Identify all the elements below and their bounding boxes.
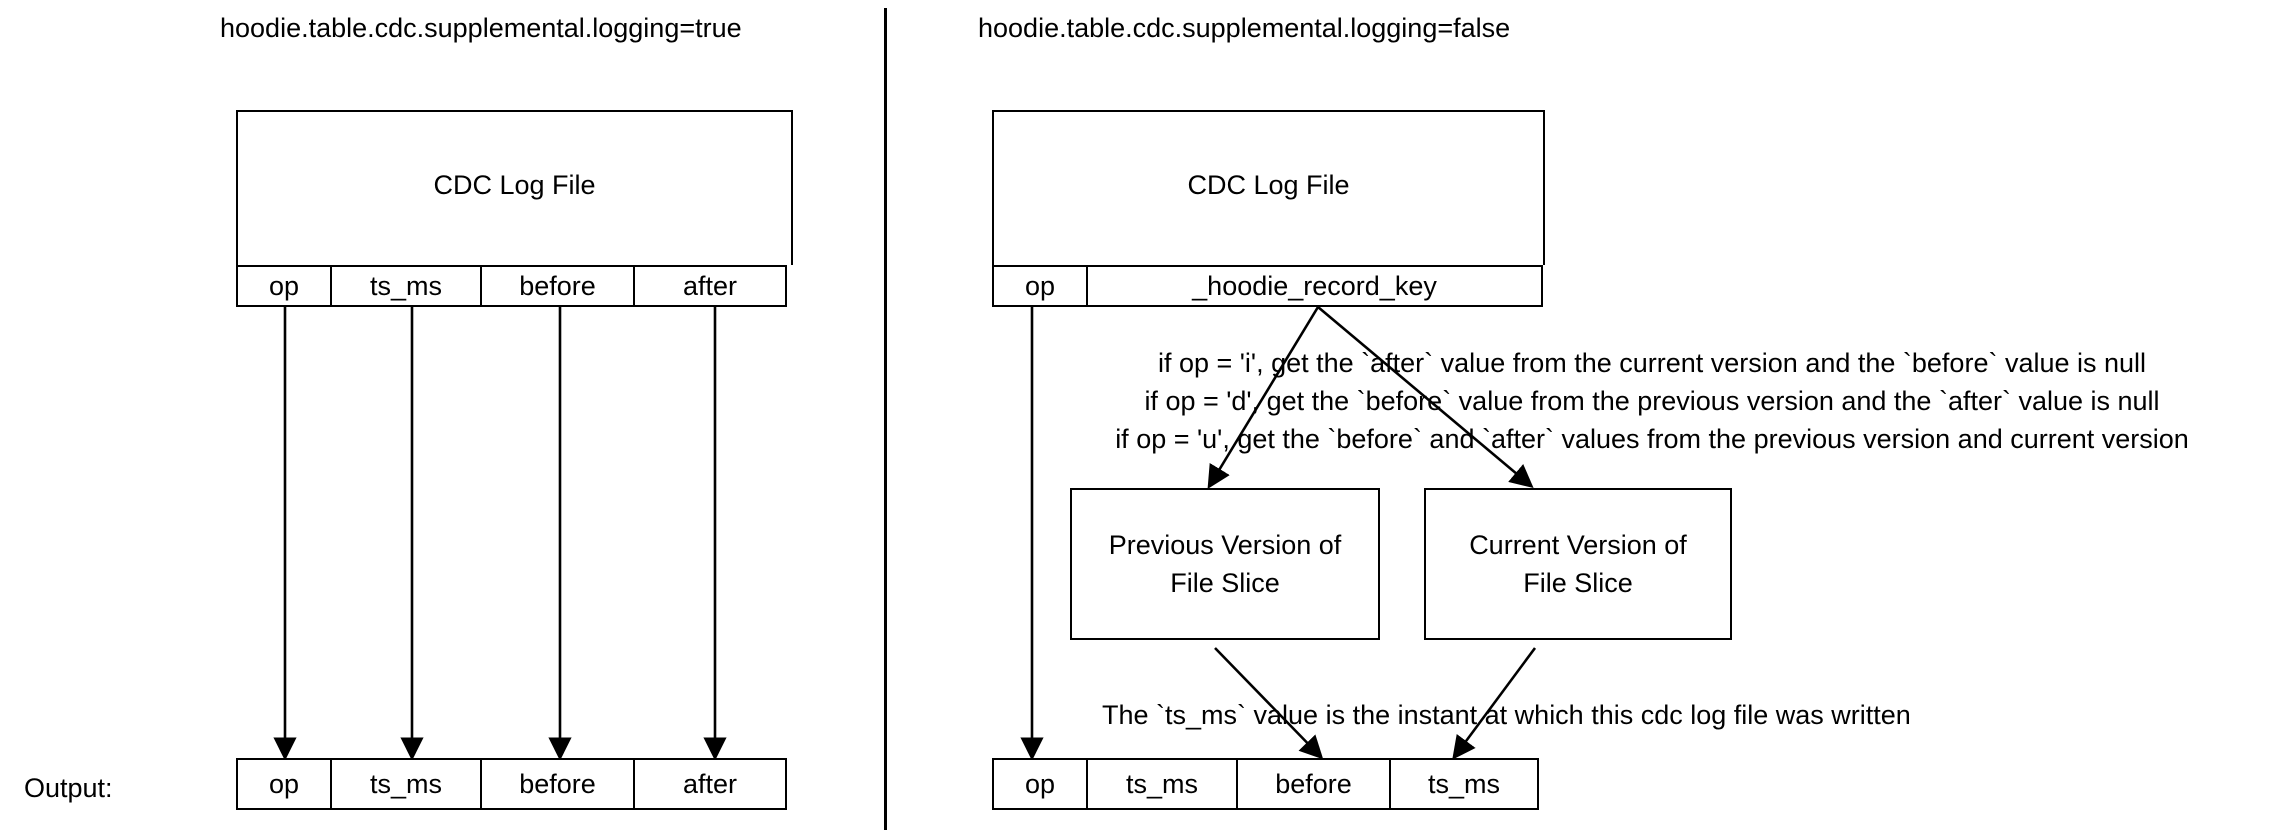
right-output-cell-ts-ms-2: ts_ms [1389,758,1539,810]
rule-update: if op = 'u', get the `before` and `after… [1115,424,2189,454]
left-connectors [273,307,727,761]
left-schema-cell-op: op [236,265,332,307]
current-version-line1: Current Version of [1469,530,1687,560]
right-schema-cell-hoodie-record-key: _hoodie_record_key [1086,265,1543,307]
right-cdc-log-file-box: CDC Log File [992,110,1545,270]
current-version-file-slice-box: Current Version of File Slice [1424,488,1732,640]
right-output-cell-before: before [1236,758,1391,810]
previous-version-label: Previous Version of File Slice [1109,526,1342,602]
right-schema-cell-op: op [992,265,1088,307]
right-cdc-schema-row: op _hoodie_record_key [992,265,1545,307]
left-cdc-log-file-label: CDC Log File [433,170,596,200]
current-version-line2: File Slice [1523,568,1633,598]
left-schema-cell-after: after [633,265,787,307]
ts-ms-note: The `ts_ms` value is the instant at whic… [1102,700,1911,730]
left-output-cell-before: before [480,758,635,810]
panel-divider [884,8,887,830]
left-output-cell-ts-ms: ts_ms [330,758,482,810]
cdc-derivation-rules: if op = 'i', get the `after` value from … [1032,344,2272,458]
previous-version-line1: Previous Version of [1108,530,1342,560]
right-panel-title: hoodie.table.cdc.supplemental.logging=fa… [978,13,1511,43]
right-output-row: op ts_ms before ts_ms [992,758,1545,810]
left-schema-cell-before: before [480,265,635,307]
right-output-cell-ts-ms: ts_ms [1086,758,1238,810]
left-panel-title: hoodie.table.cdc.supplemental.logging=tr… [220,13,742,43]
rule-insert: if op = 'i', get the `after` value from … [1157,348,2147,378]
current-version-label: Current Version of File Slice [1469,526,1687,602]
previous-version-file-slice-box: Previous Version of File Slice [1070,488,1380,640]
left-output-row: op ts_ms before after [236,758,793,810]
right-output-cell-op: op [992,758,1088,810]
rule-delete: if op = 'd', get the `before` value from… [1144,386,2160,416]
left-output-label: Output: [24,773,113,803]
left-cdc-log-file-box: CDC Log File [236,110,793,270]
left-schema-cell-ts-ms: ts_ms [330,265,482,307]
left-cdc-schema-row: op ts_ms before after [236,265,793,307]
left-output-cell-after: after [633,758,787,810]
right-cdc-log-file-label: CDC Log File [1187,170,1350,200]
previous-version-line2: File Slice [1170,568,1280,598]
left-output-cell-op: op [236,758,332,810]
